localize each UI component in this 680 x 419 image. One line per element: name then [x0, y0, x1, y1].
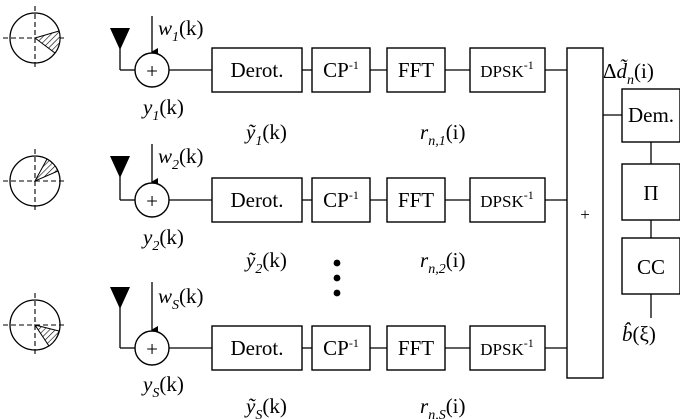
fft-block — [386, 47, 446, 93]
dpsk-demod-label: DPSK-1 — [480, 188, 533, 211]
channel-decoder-label: CC — [637, 255, 665, 279]
branch-1: w1(k) + y1(k) Derot. CP-1 FFT DPSK-1 ỹ1(… — [3, 6, 567, 149]
fft-output-label: rn,S(i) — [420, 394, 466, 419]
decoded-bits-label: b̂(ξ) — [622, 322, 656, 346]
dpsk-demod-label: DPSK-1 — [480, 336, 533, 359]
derotated-signal-label: ỹS(k) — [244, 394, 287, 419]
fft-block — [386, 177, 446, 223]
cp-removal-label: CP-1 — [323, 336, 359, 360]
phase-indicator-2 — [3, 149, 67, 213]
derotation-label: Derot. — [230, 188, 283, 212]
sum-node-symbol: + — [146, 337, 158, 361]
demapper-block — [621, 88, 680, 143]
phase-indicator-1 — [3, 6, 67, 70]
phase-indicator-S — [3, 293, 67, 357]
derotated-signal-label: ỹ1(k) — [244, 120, 287, 149]
cp-removal-block — [311, 325, 371, 371]
combiner-block — [566, 47, 604, 379]
demapper-label: Dem. — [628, 103, 674, 127]
sum-node-symbol: + — [146, 189, 158, 213]
noise-label: w1(k) — [158, 16, 204, 45]
noise-label: w2(k) — [158, 144, 204, 173]
fft-output-label: rn,1(i) — [420, 120, 466, 149]
dpsk-demod-label: DPSK-1 — [480, 58, 533, 81]
cp-removal-block — [311, 47, 371, 93]
combiner-label: + — [580, 205, 590, 224]
combiner-output-label: Δd̃n(i) — [603, 59, 654, 88]
received-signal-label: y2(k) — [141, 225, 184, 254]
deinterleaver-label: Π — [643, 181, 658, 205]
derotated-signal-label: ỹ2(k) — [244, 248, 287, 277]
derotation-block — [211, 325, 303, 371]
cp-removal-label: CP-1 — [323, 188, 359, 212]
fft-block — [386, 325, 446, 371]
antenna-icon — [110, 156, 135, 201]
channel-decoder-block — [621, 237, 680, 295]
cp-removal-block — [311, 177, 371, 223]
ellipsis-dots — [333, 259, 341, 297]
fft-output-label: rn,2(i) — [420, 248, 466, 277]
received-signal-label: y1(k) — [141, 95, 184, 124]
noise-label: wS(k) — [158, 284, 204, 313]
branch-2: w2(k) + y2(k) Derot. CP-1 FFT DPSK-1 ỹ2(… — [3, 144, 567, 277]
fft-label: FFT — [398, 336, 434, 360]
derotation-label: Derot. — [230, 58, 283, 82]
sum-node-symbol: + — [146, 59, 158, 83]
derotation-block — [211, 47, 303, 93]
antenna-icon — [110, 287, 135, 349]
branch-S: wS(k) + yS(k) Derot. CP-1 FFT DPSK-1 ỹS(… — [3, 282, 567, 419]
antenna-icon — [110, 28, 135, 71]
fft-label: FFT — [398, 188, 434, 212]
derotation-label: Derot. — [230, 336, 283, 360]
cp-removal-label: CP-1 — [323, 58, 359, 82]
dpsk-demod-block — [469, 325, 546, 371]
received-signal-label: yS(k) — [141, 372, 184, 401]
fft-label: FFT — [398, 58, 434, 82]
